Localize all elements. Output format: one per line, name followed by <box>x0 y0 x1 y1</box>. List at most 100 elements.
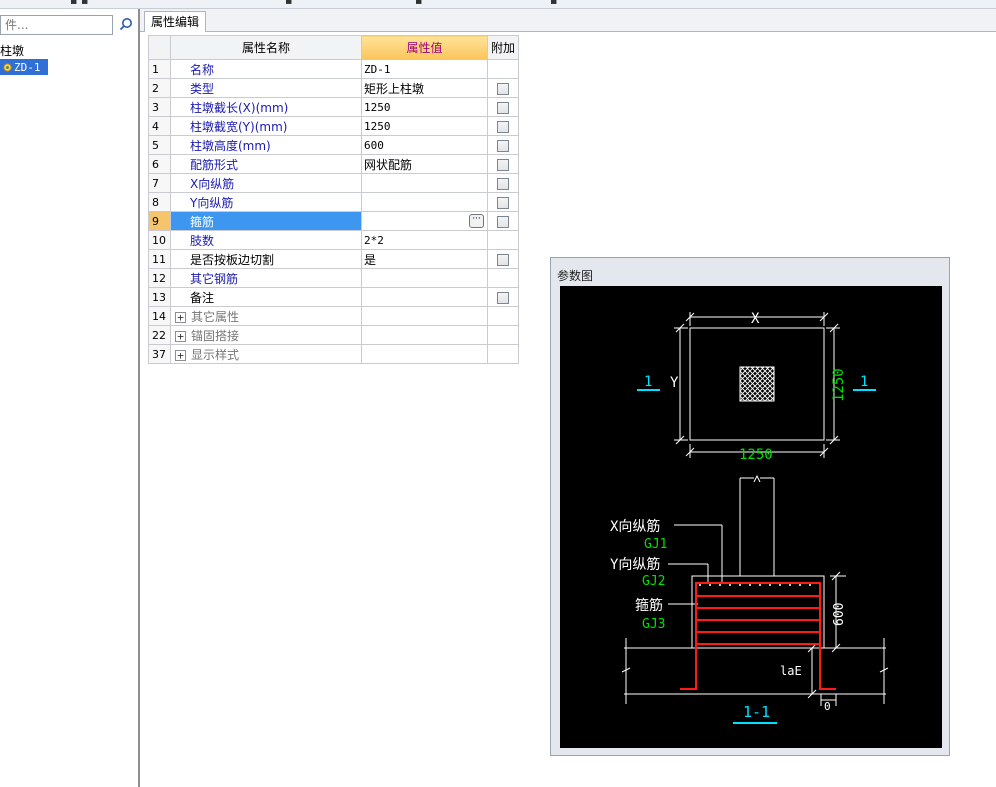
row-number: 2 <box>148 78 171 98</box>
property-value[interactable]: 1250 <box>361 97 488 117</box>
property-value[interactable] <box>361 173 488 193</box>
component-tree: 柱墩 ZD-1 <box>0 43 138 75</box>
grid-row-height[interactable]: 5 柱墩高度(mm) 600 <box>148 135 519 155</box>
header-property-name[interactable]: 属性名称 <box>170 35 362 60</box>
tab-property-edit[interactable]: 属性编辑 <box>144 11 207 32</box>
toolbar-icon[interactable]: ▪ <box>285 0 293 7</box>
grid-row-x-rebar[interactable]: 7 X向纵筋 <box>148 173 519 193</box>
extra-checkbox[interactable] <box>497 291 509 304</box>
grid-row-stirrup[interactable]: 9 箍筋 ··· <box>148 211 519 231</box>
header-extra[interactable]: 附加 <box>487 35 519 60</box>
property-name[interactable]: 肢数 <box>170 230 362 250</box>
rebar-lines <box>680 582 836 690</box>
extra-checkbox[interactable] <box>497 158 509 171</box>
x-rebar-code: GJ1 <box>644 537 667 552</box>
y-rebar-code: GJ2 <box>642 574 665 589</box>
grid-row-name[interactable]: 1 名称 ZD-1 <box>148 59 519 79</box>
group-name[interactable]: +锚固搭接 <box>170 325 362 345</box>
property-name[interactable]: 柱墩截长(X)(mm) <box>170 97 362 117</box>
extra-checkbox[interactable] <box>497 253 509 266</box>
header-property-value[interactable]: 属性值 <box>361 35 488 60</box>
property-name[interactable]: 类型 <box>170 78 362 98</box>
property-value[interactable]: 网状配筋 <box>361 154 488 174</box>
cover-dim-label: 0 <box>824 700 831 713</box>
search-input[interactable] <box>0 15 113 35</box>
cad-drawing: X Y 1250 1250 1 1 <box>610 311 889 724</box>
search-button[interactable] <box>116 15 136 35</box>
toolbar-icon[interactable]: ▪ <box>550 0 558 7</box>
stirrup-label: 箍筋 <box>635 597 663 614</box>
grid-row-type[interactable]: 2 类型 矩形上柱墩 <box>148 78 519 98</box>
grid-row-y-rebar[interactable]: 8 Y向纵筋 <box>148 192 519 212</box>
toolbar-icon[interactable]: ▪ <box>415 0 423 7</box>
ellipsis-button[interactable]: ··· <box>469 213 484 228</box>
expand-plus-icon[interactable]: + <box>175 330 186 342</box>
extra-cell <box>487 116 519 136</box>
property-value[interactable]: 600 <box>361 135 488 155</box>
tree-node-root[interactable]: 柱墩 <box>0 44 25 58</box>
grid-row-width[interactable]: 4 柱墩截宽(Y)(mm) 1250 <box>148 116 519 136</box>
plan-view <box>674 312 840 458</box>
grid-row-legs[interactable]: 10 肢数 2*2 <box>148 230 519 250</box>
grid-corner <box>148 35 171 60</box>
property-value[interactable]: 是 <box>361 249 488 269</box>
property-name[interactable]: 箍筋 <box>170 211 362 231</box>
row-number: 12 <box>148 268 171 288</box>
extra-checkbox[interactable] <box>497 120 509 133</box>
column-section <box>739 474 775 576</box>
plan-dim-x: X <box>751 311 760 327</box>
property-value[interactable] <box>361 192 488 212</box>
grid-row-rebar-form[interactable]: 6 配筋形式 网状配筋 <box>148 154 519 174</box>
grid-row-remark[interactable]: 13 备注 <box>148 287 519 307</box>
grid-row-other-rebar[interactable]: 12 其它钢筋 <box>148 268 519 288</box>
property-value[interactable]: 矩形上柱墩 <box>361 78 488 98</box>
property-name[interactable]: 其它钢筋 <box>170 268 362 288</box>
property-name[interactable]: X向纵筋 <box>170 173 362 193</box>
property-name[interactable]: 名称 <box>170 59 362 79</box>
tab-strip: 属性编辑 <box>140 9 996 32</box>
extra-checkbox[interactable] <box>497 215 509 228</box>
grid-row-length[interactable]: 3 柱墩截长(X)(mm) 1250 <box>148 97 519 117</box>
section-mark-left: 1 <box>644 374 652 390</box>
expand-plus-icon[interactable]: + <box>175 311 186 323</box>
section-view <box>621 474 889 706</box>
group-name[interactable]: + 显示样式 <box>170 344 362 364</box>
extra-checkbox[interactable] <box>497 82 509 95</box>
tree-node-label: ZD-1 <box>14 60 41 74</box>
grid-row-cut-by-slab[interactable]: 11 是否按板边切割 是 <box>148 249 519 269</box>
x-rebar-label: X向纵筋 <box>610 518 660 535</box>
pier-outline-plan <box>689 327 825 441</box>
extra-checkbox[interactable] <box>497 196 509 209</box>
property-value[interactable]: 1250 <box>361 116 488 136</box>
property-name[interactable]: Y向纵筋 <box>170 192 362 212</box>
property-value[interactable] <box>361 268 488 288</box>
extra-cell <box>487 173 519 193</box>
property-name[interactable]: 是否按板边切割 <box>170 249 362 269</box>
property-name[interactable]: 备注 <box>170 287 362 307</box>
toolbar-icon[interactable]: ▪ ▪ <box>70 0 89 7</box>
extra-cell <box>487 306 519 326</box>
extra-checkbox[interactable] <box>497 101 509 114</box>
row-number: 14 <box>148 306 171 326</box>
extra-cell <box>487 154 519 174</box>
property-value[interactable]: ZD-1 <box>361 59 488 79</box>
extra-cell <box>487 268 519 288</box>
extra-checkbox[interactable] <box>497 139 509 152</box>
group-name[interactable]: +其它属性 <box>170 306 362 326</box>
property-value <box>361 306 488 326</box>
property-name[interactable]: 柱墩截宽(Y)(mm) <box>170 116 362 136</box>
row-number: 11 <box>148 249 171 269</box>
property-value[interactable] <box>361 287 488 307</box>
y-rebar-label: Y向纵筋 <box>610 556 660 573</box>
property-name[interactable]: 配筋形式 <box>170 154 362 174</box>
tree-node-zd1[interactable]: ZD-1 <box>0 59 48 75</box>
stirrup-value-input[interactable] <box>364 212 464 230</box>
grid-group-other-props[interactable]: 14 +其它属性 <box>148 306 519 326</box>
expand-plus-icon[interactable]: + <box>175 349 186 361</box>
grid-group-anchorage[interactable]: 22 +锚固搭接 <box>148 325 519 345</box>
property-name[interactable]: 柱墩高度(mm) <box>170 135 362 155</box>
property-value[interactable]: 2*2 <box>361 230 488 250</box>
group-label: 显示样式 <box>191 347 240 362</box>
grid-group-display-style[interactable]: 37 +显示样式 <box>148 344 519 364</box>
extra-checkbox[interactable] <box>497 177 509 190</box>
